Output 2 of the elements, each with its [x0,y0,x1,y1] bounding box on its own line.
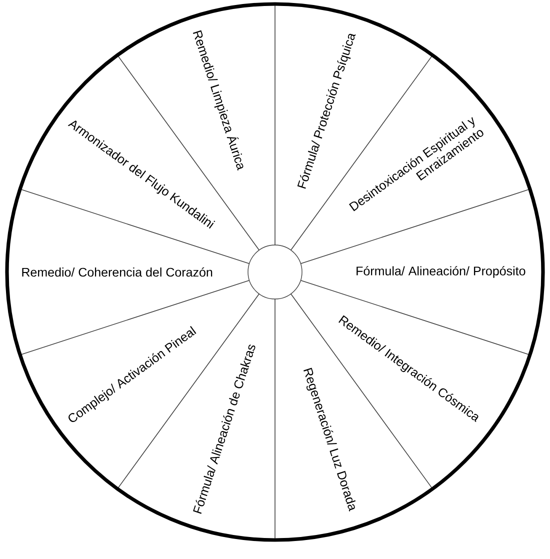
sector-label: Remedio/ Coherencia del Corazón [22,267,212,277]
sector-label: Fórmula/ Alineación/ Propósito [356,266,526,278]
